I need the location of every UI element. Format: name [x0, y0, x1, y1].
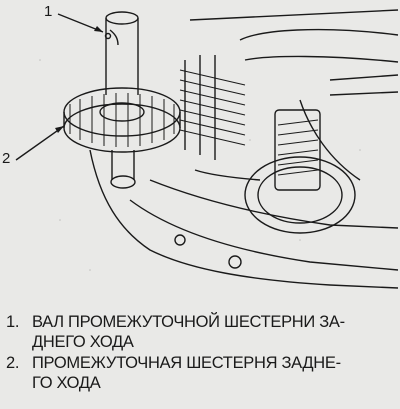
- idler-shaft: [104, 11, 139, 95]
- leader-line-2: [15, 125, 65, 161]
- callout-label-2: 2: [2, 150, 11, 167]
- gearbox-illustration: [15, 9, 399, 289]
- legend-item-2: 2. ПРОМЕЖУТОЧНАЯ ШЕСТЕРНЯ ЗАДНЕ- ГО ХОДА: [6, 353, 398, 393]
- legend-number: 1.: [6, 313, 20, 331]
- legend-text: ПРОМЕЖУТОЧНАЯ ШЕСТЕРНЯ ЗАДНЕ- ГО ХОДА: [32, 353, 398, 393]
- legend-text-line: ВАЛ ПРОМЕЖУТОЧНОЙ ШЕСТЕРНИ ЗА-: [32, 313, 345, 331]
- legend-text-line: ДНЕГО ХОДА: [32, 333, 134, 351]
- idler-gear: [63, 87, 181, 189]
- callout-label-1: 1: [44, 3, 53, 20]
- legend-text-line: ПРОМЕЖУТОЧНАЯ ШЕСТЕРНЯ ЗАДНЕ-: [32, 354, 341, 372]
- housing-outline: [89, 149, 399, 289]
- legend-item-1: 1. ВАЛ ПРОМЕЖУТОЧНОЙ ШЕСТЕРНИ ЗА- ДНЕГО …: [6, 312, 398, 352]
- legend-text-line: ГО ХОДА: [32, 374, 101, 392]
- parts-legend: 1. ВАЛ ПРОМЕЖУТОЧНОЙ ШЕСТЕРНИ ЗА- ДНЕГО …: [6, 312, 398, 394]
- legend-text: ВАЛ ПРОМЕЖУТОЧНОЙ ШЕСТЕРНИ ЗА- ДНЕГО ХОД…: [32, 312, 398, 352]
- legend-number: 2.: [6, 354, 20, 372]
